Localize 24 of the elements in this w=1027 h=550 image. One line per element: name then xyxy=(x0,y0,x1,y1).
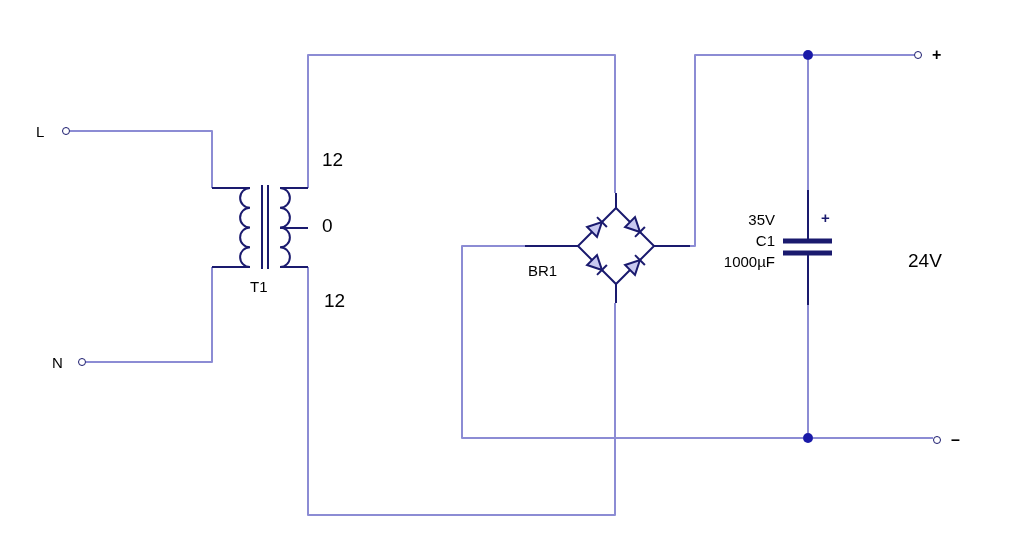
wire xyxy=(807,59,809,191)
tap-label: 12 xyxy=(322,150,344,169)
wire xyxy=(807,304,809,434)
wire xyxy=(307,266,616,516)
component-label: BR1 xyxy=(528,263,558,278)
tap-label: 12 xyxy=(324,291,346,310)
wire xyxy=(307,54,616,194)
wire xyxy=(69,130,213,189)
wire xyxy=(461,245,804,439)
wire xyxy=(689,54,804,247)
component-label: 35V xyxy=(748,212,775,227)
wire xyxy=(812,437,934,439)
terminal-label: N xyxy=(52,354,63,370)
wire xyxy=(812,54,915,56)
tap-label: 0 xyxy=(322,216,333,235)
terminal-label: L xyxy=(36,123,45,139)
wire xyxy=(85,266,213,363)
component-label: T1 xyxy=(250,279,268,294)
circuit-label: + xyxy=(821,210,830,225)
terminal-label: + xyxy=(932,47,942,63)
component-label: C1 xyxy=(755,233,775,248)
component-label: 1000µF xyxy=(723,254,775,269)
circuit-label: 24V xyxy=(908,251,942,270)
terminal-label: – xyxy=(951,432,960,448)
